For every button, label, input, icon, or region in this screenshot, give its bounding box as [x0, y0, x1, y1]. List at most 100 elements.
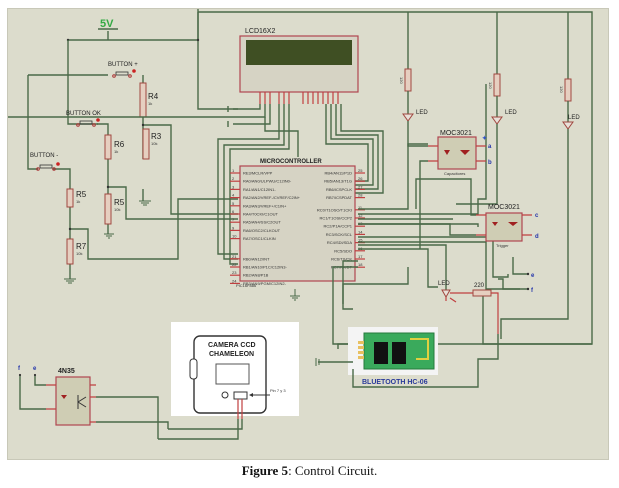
svg-text:1k: 1k — [114, 149, 118, 154]
mcu-pin-number: 2 — [232, 176, 235, 181]
mcu-pin-name: RB3/AN9/PGM/C12IN2- — [243, 281, 287, 286]
mcu-pin-number: 4 — [232, 193, 235, 198]
svg-text:CAMERA CCD: CAMERA CCD — [208, 342, 256, 349]
mcu-pin-name: RB2/AN8/P1B — [243, 273, 269, 278]
mcu-pin-number: 3 — [232, 184, 235, 189]
svg-text:R6: R6 — [114, 140, 125, 149]
mcu-pin-number: 14 — [358, 229, 363, 234]
mcu-pin-name: RA7/OSC1/CLKIN — [243, 236, 276, 241]
mcu-pin-number: 9 — [232, 225, 235, 230]
svg-text:LED: LED — [438, 281, 450, 287]
mcu-pin-name: RB4/AN11/P1D — [325, 171, 353, 176]
mcu-pin-number: 18 — [358, 262, 363, 267]
mcu-pin-name: RA1/AN1/C12IN1- — [243, 187, 276, 192]
svg-text:4N35: 4N35 — [58, 368, 75, 375]
svg-text:10k: 10k — [151, 141, 157, 146]
svg-text:120: 120 — [399, 77, 404, 84]
mcu-pin-name: RC6/TX/CK — [331, 257, 352, 262]
svg-text:d: d — [535, 234, 539, 240]
figure-text: : Control Circuit. — [288, 463, 378, 478]
svg-text:10k: 10k — [114, 207, 120, 212]
mcu-pin-number: 12 — [358, 213, 363, 218]
bluetooth-label: BLUETOOTH HC-06 — [362, 379, 428, 386]
mcu-pin-name: RB0/AN12/INT — [243, 256, 270, 261]
mcu-pin-number: 22 — [232, 262, 237, 267]
svg-text:1k: 1k — [76, 199, 80, 204]
svg-text:120: 120 — [559, 86, 564, 93]
mcu-pin-number: 10 — [232, 234, 237, 239]
mcu-pin-name: RB1/AN10/P1C/C12IN3- — [243, 265, 287, 270]
svg-text:f: f — [531, 288, 534, 294]
mcu-pin-name: RB6/ICSPCLK — [326, 187, 352, 192]
mcu-pin-name: RA4/T0CKI/C1OUT — [243, 212, 278, 217]
mcu-pin-name: RA2/AN2/VREF-/CVREF/C2IN+ — [243, 195, 301, 200]
svg-text:f: f — [18, 366, 21, 372]
mcu-pin-number: 25 — [358, 168, 363, 173]
mcu-pin-name: RA6/OSC2/CLKOUT — [243, 228, 281, 233]
button-network — [27, 40, 238, 279]
button-ok: BUTTON OK — [66, 111, 101, 127]
mcu-pin-number: 15 — [358, 238, 363, 243]
svg-text:e: e — [531, 273, 535, 279]
mcu-pin-number: 1 — [232, 168, 235, 173]
led-branch-3: 120 LED — [500, 12, 580, 339]
svg-text:220: 220 — [474, 283, 485, 289]
mcu-pin-number: 6 — [232, 209, 235, 214]
optocoupler-4n35: 4N35 f e — [18, 366, 169, 439]
svg-text:R3: R3 — [151, 132, 162, 141]
mcu-pin-name: RC1/T1OSI/CCP2 — [320, 216, 353, 221]
mcu-pin-name: RC0/T1OSO/T1CKI — [317, 207, 352, 212]
svg-text:✦: ✦ — [482, 135, 487, 142]
svg-text:Pin 7 y 3: Pin 7 y 3 — [270, 388, 286, 393]
mcu-title: MICROCONTROLLER — [260, 159, 322, 165]
svg-text:R7: R7 — [76, 242, 87, 251]
mcu-pin-number: 11 — [358, 205, 363, 210]
led-branch-1: 120 LED — [399, 12, 428, 147]
svg-text:a: a — [488, 144, 492, 150]
svg-text:LED: LED — [505, 110, 517, 116]
svg-text:LED: LED — [568, 115, 580, 121]
mcu-pin-name: RA0/AN0/ULPWU/C12IN0- — [243, 179, 292, 184]
svg-text:Capacitores: Capacitores — [444, 171, 465, 176]
svg-text:R5: R5 — [76, 190, 87, 199]
svg-text:LED: LED — [416, 110, 428, 116]
svg-text:MOC3021: MOC3021 — [440, 130, 472, 137]
mcu-pin-name: RA5/AN4/SS/C2OUT — [243, 220, 281, 225]
mcu-pin-number: 26 — [358, 176, 363, 181]
mcu-pin-number: 23 — [232, 270, 237, 275]
status-led: LED 220 — [358, 244, 499, 334]
optotriac-capacitores: MOC3021 Capacitores a b ✦ — [419, 130, 492, 249]
bluetooth-module: BLUETOOTH HC-06 — [315, 327, 499, 388]
mcu-pin-name: RB5/AN13/T1G — [324, 179, 352, 184]
mcu-pin-name: RC3/SCK/SCL — [326, 232, 353, 237]
svg-text:Trigger: Trigger — [496, 243, 509, 248]
mcu-pin-name: RE3/MCLR/VPP — [243, 171, 273, 176]
camera-module: CAMERA CCD CHAMELEON Pin 7 y 3 — [158, 322, 299, 440]
mcu-pin-number: 28 — [358, 193, 363, 198]
ground-symbols — [64, 200, 300, 301]
button-plus: BUTTON + — [108, 62, 138, 78]
mcu-pin-name: RB7/ICSPDAT — [326, 195, 352, 200]
mcu-pin-name: RC5/SDO — [334, 248, 352, 253]
svg-text:b: b — [488, 160, 492, 166]
mcu-pin-number: 5 — [232, 201, 235, 206]
terminals-e-f: e f — [498, 257, 535, 294]
mcu-output-wires — [332, 84, 592, 345]
button-minus-label: BUTTON - — [30, 153, 58, 159]
svg-text:R5: R5 — [114, 198, 125, 207]
schematic-canvas: 5V BUTTON + BUTTON OK — [7, 8, 609, 460]
lcd-label: LCD16X2 — [245, 28, 275, 35]
svg-text:1k: 1k — [148, 101, 152, 106]
lcd-display: LCD16X2 — [8, 28, 384, 265]
figure-label: Figure 5 — [241, 463, 289, 478]
button-plus-label: BUTTON + — [108, 62, 138, 68]
mcu-pin-number: 21 — [232, 254, 237, 259]
mcu-pin-name: RC2/P1A/CCP1 — [324, 224, 353, 229]
svg-text:CHAMELEON: CHAMELEON — [209, 351, 254, 358]
svg-text:e: e — [33, 366, 37, 372]
